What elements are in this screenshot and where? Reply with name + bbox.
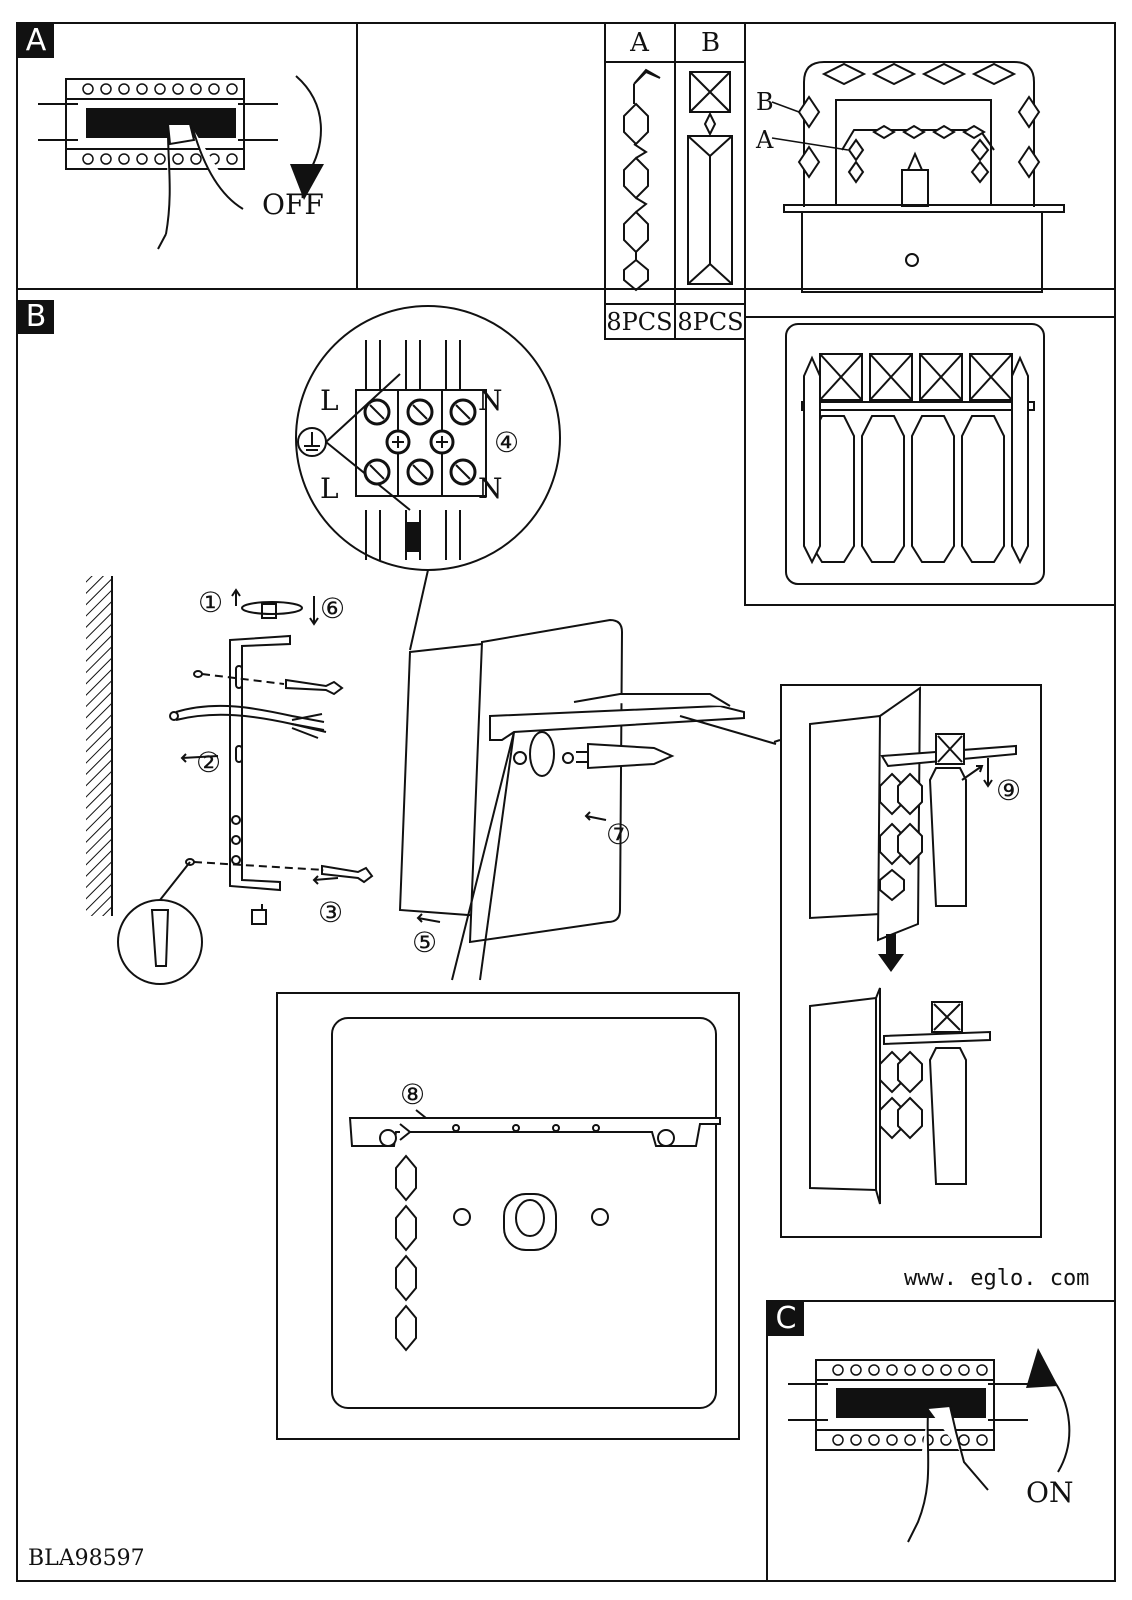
- terminal-n-bottom: N: [478, 472, 503, 505]
- callout-a: A: [756, 126, 774, 154]
- lamp-body-side-illustration: [390, 620, 750, 960]
- panel-b-tag: B: [18, 300, 54, 334]
- switch-off-label: OFF: [262, 188, 324, 221]
- step-4-label: ④: [494, 426, 520, 459]
- crystal-hanging-illustration: [780, 684, 1042, 1238]
- parts-col-a-header: A: [630, 28, 649, 58]
- panel-c-frame: [766, 1300, 1116, 1582]
- lamp-front-assembly-illustration: [744, 22, 1116, 318]
- chain-detail-panel-frame: [276, 992, 740, 1440]
- crystal-drop-b-icon: [680, 64, 740, 294]
- callout-b: B: [756, 88, 774, 116]
- parts-qty-a: 8PCS: [606, 308, 673, 336]
- terminal-l-bottom: L: [320, 472, 339, 505]
- document-code: BLA98597: [28, 1546, 145, 1571]
- step-3-label: ③: [318, 896, 344, 929]
- website-url: www. eglo. com: [904, 1266, 1090, 1291]
- panel-b-frame: [16, 288, 1116, 1582]
- terminal-l-top: L: [320, 384, 339, 417]
- crystal-hanging-panel-frame: [780, 684, 1042, 1238]
- lamp-crystals-illustration: [744, 316, 1116, 606]
- parts-qty-b: 8PCS: [677, 308, 744, 336]
- step-9-label: ⑨: [996, 774, 1022, 807]
- parts-col-b-header: B: [700, 28, 721, 58]
- step-5-label: ⑤: [412, 926, 438, 959]
- panel-a-tag: A: [18, 24, 54, 58]
- switch-on-label: ON: [1026, 1476, 1074, 1509]
- step-6-label: ⑥: [320, 592, 346, 625]
- step-1-label: ①: [198, 586, 224, 619]
- step-8-label: ⑧: [400, 1078, 426, 1111]
- breaker-on-illustration: [768, 1348, 1114, 1578]
- panel-c-tag: C: [768, 1302, 804, 1336]
- terminal-n-top: N: [478, 384, 503, 417]
- wall-bracket-illustration: [86, 576, 386, 990]
- breaker-off-illustration: [18, 24, 324, 284]
- crystal-chain-a-icon: [610, 64, 670, 294]
- terminal-block-zoom-illustration: [290, 300, 570, 580]
- chain-hook-detail-illustration: [276, 992, 740, 1440]
- parts-table-grid: [604, 22, 746, 340]
- step-2-label: ②: [196, 746, 222, 779]
- step-7-label: ⑦: [606, 818, 632, 851]
